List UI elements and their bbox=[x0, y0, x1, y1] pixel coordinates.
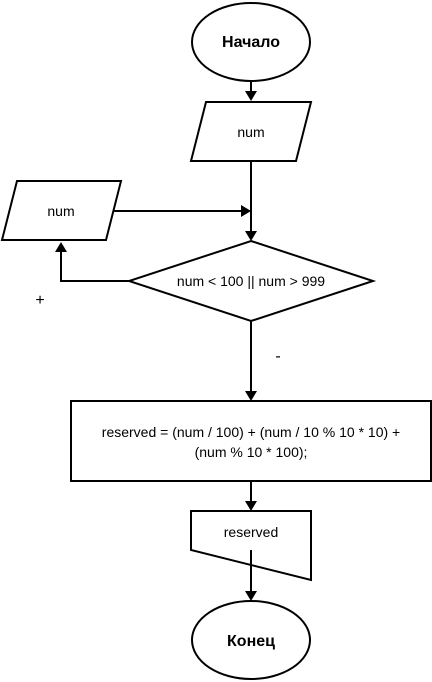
process-node: reserved = (num / 100) + (num / 10 % 10 … bbox=[70, 400, 432, 482]
edge-process-to-output bbox=[245, 481, 257, 511]
edge-reinput-to-flow bbox=[114, 205, 251, 217]
reinput-num-label: num bbox=[47, 203, 74, 219]
edge-condition-false-to-process bbox=[245, 321, 257, 401]
output-reserved-node: reserved bbox=[190, 510, 312, 582]
edge-condition-true-to-reinput bbox=[55, 242, 129, 282]
branch-true-label: + bbox=[35, 292, 44, 309]
start-node: Начало bbox=[191, 2, 311, 82]
edge-input-to-condition bbox=[245, 161, 257, 241]
process-line-1: reserved = (num / 100) + (num / 10 % 10 … bbox=[102, 424, 400, 440]
start-label: Начало bbox=[222, 34, 280, 51]
reinput-num-node: num bbox=[0, 180, 123, 241]
end-label: Конец bbox=[227, 633, 275, 650]
branch-false-label: - bbox=[275, 348, 280, 365]
condition-node: num < 100 || num > 999 bbox=[125, 239, 377, 323]
end-node: Конец bbox=[191, 600, 311, 680]
edge-output-to-end bbox=[245, 550, 257, 601]
edge-start-to-input bbox=[245, 81, 257, 101]
input-num-node: num bbox=[189, 101, 313, 162]
output-reserved-label: reserved bbox=[224, 524, 278, 540]
input-num-label: num bbox=[237, 124, 264, 140]
process-line-2: (num % 10 * 100); bbox=[195, 444, 308, 460]
condition-label: num < 100 || num > 999 bbox=[177, 273, 325, 289]
